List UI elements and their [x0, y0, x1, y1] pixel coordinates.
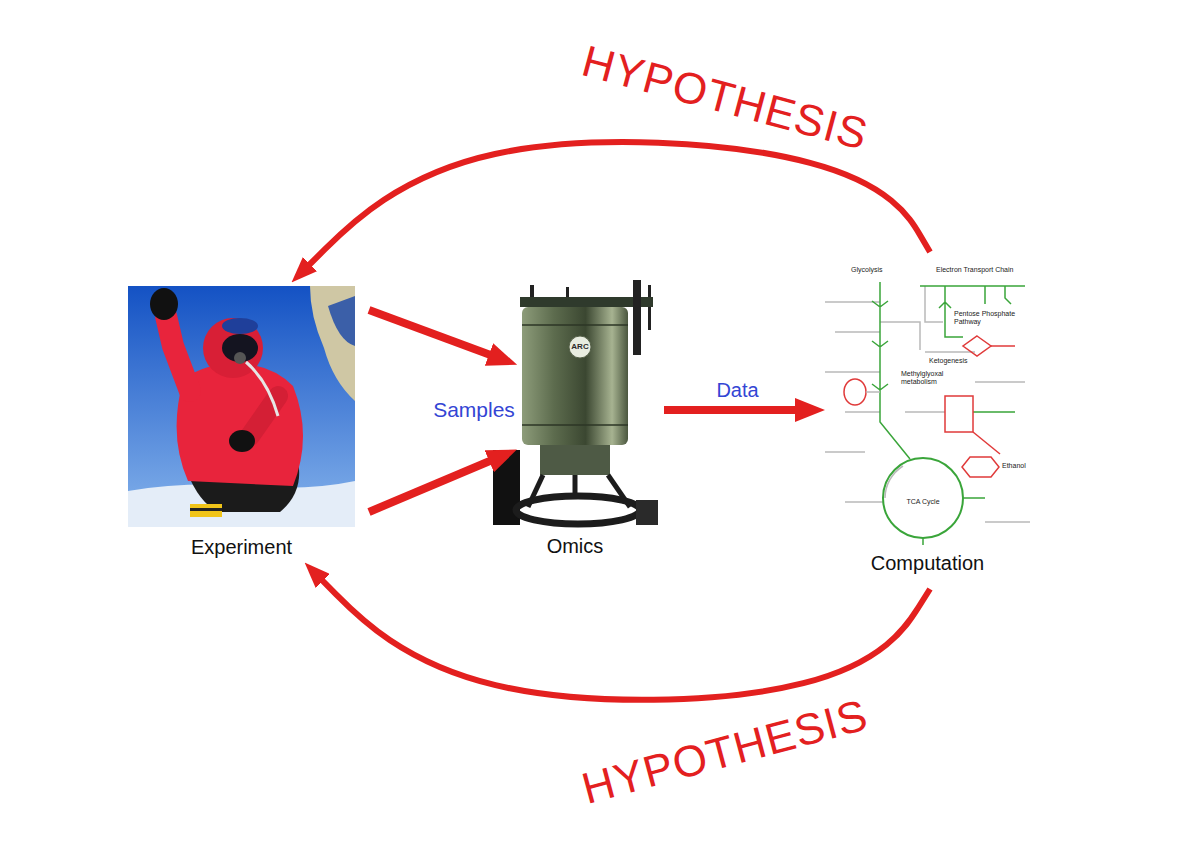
- climber-photo-part-part: [310, 286, 355, 401]
- metabolic-network-part: [844, 379, 866, 405]
- metabolic-network-part: [962, 457, 999, 477]
- climber-photo-part-part: [190, 508, 222, 511]
- experiment-node: Experiment: [128, 286, 355, 559]
- flow-arrow: [369, 455, 504, 512]
- nmr-spectrometer-part: [530, 285, 534, 299]
- nmr-spectrometer: [493, 280, 658, 525]
- climber-photo-part-part: [222, 318, 258, 334]
- logo-text: ARC: [571, 342, 588, 351]
- samples-label: Samples: [433, 398, 515, 422]
- nmr-spectrometer-part: [648, 285, 651, 330]
- pathway-label: Methylglyoxal metabolism: [900, 370, 958, 386]
- pathway-label: TCA Cycle: [905, 498, 940, 506]
- metabolic-network: [825, 282, 1030, 545]
- nmr-spectrometer-part: [636, 500, 658, 525]
- climber-photo: [128, 286, 355, 527]
- pathway-label: Ethanol: [1001, 462, 1027, 470]
- node-caption: Computation: [825, 551, 1030, 575]
- metabolic-network-part: [973, 432, 1000, 454]
- metabolic-network-part: [883, 458, 963, 538]
- metabolic-network-part: [825, 286, 1030, 522]
- metabolic-network-part: [866, 391, 880, 393]
- climber-photo-part-part: [166, 316, 190, 391]
- pathway-label: Ketogenesis: [928, 357, 969, 365]
- metabolic-network-part: [885, 466, 903, 498]
- nmr-spectrometer-part: [522, 307, 628, 445]
- metabolic-network-part: [991, 345, 1015, 347]
- nmr-spectrometer-part: [540, 445, 610, 475]
- climber-photo-part-part: [234, 352, 246, 364]
- metabolic-network-part: [945, 396, 973, 432]
- hypothesis-label: HYPOTHESIS: [577, 690, 874, 815]
- nmr-spectrometer-part: [522, 324, 628, 326]
- nmr-spectrometer-part: [516, 496, 640, 524]
- flow-arrow: [300, 142, 930, 274]
- climber-photo-part-part: [150, 288, 178, 320]
- nmr-spectrometer-part: [633, 280, 641, 355]
- climber-photo-part-part: [229, 430, 255, 452]
- computation-node: Computation: [825, 262, 1030, 575]
- omics-node: Omics: [518, 285, 660, 558]
- climber-photo-part: [128, 286, 355, 527]
- climber-photo-part-part: [128, 286, 355, 527]
- nmr-spectrometer-part: [522, 424, 628, 426]
- flow-arrow: [369, 310, 504, 360]
- node-caption: Omics: [504, 534, 646, 558]
- nmr-spectrometer-part: [569, 336, 591, 358]
- node-caption: Experiment: [128, 535, 355, 559]
- pathway-label: Electron Transport Chain: [935, 266, 1014, 274]
- climber-photo-part-part: [246, 362, 278, 416]
- pathway-label: Glycolysis: [850, 266, 884, 274]
- metabolic-network-part: [963, 336, 991, 356]
- climber-photo-part-part: [190, 504, 222, 517]
- pathway-label: Pentose Phosphate Pathway: [953, 310, 1017, 326]
- metabolic-network-part: [920, 286, 1025, 545]
- flow-arrow: [664, 406, 811, 414]
- flow-arrow: [313, 571, 930, 700]
- climber-photo-part-part: [328, 296, 355, 346]
- flow-label: Data: [716, 379, 758, 402]
